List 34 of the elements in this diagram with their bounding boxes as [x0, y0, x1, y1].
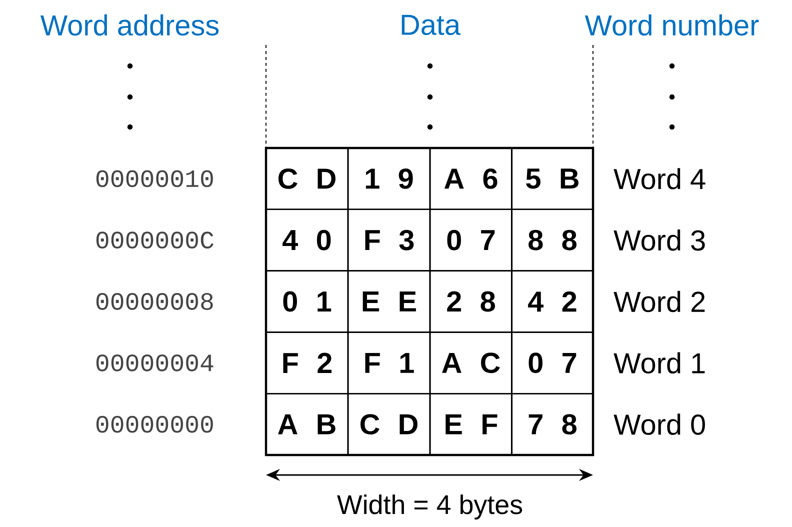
word-address: 00000010: [96, 170, 213, 188]
heading: Word address: [40, 14, 219, 36]
table-cell: 0 7: [429, 208, 513, 272]
table-cell: F 3: [347, 208, 431, 272]
table-cell: 1 9: [347, 147, 431, 210]
dimension-label: Width = 4 bytes: [337, 494, 522, 520]
word-address: 00000004: [96, 354, 214, 372]
heading: Data: [402, 14, 460, 36]
table-cell: F 2: [265, 332, 349, 394]
table-cell: F 1: [347, 332, 431, 394]
table-cell: E F: [429, 392, 513, 456]
table-cell: 8 8: [510, 208, 594, 272]
word-address: 0000000C: [96, 232, 214, 249]
table-cell: 4 0: [265, 208, 349, 272]
word-number: Word 0: [614, 414, 705, 435]
table-cell: 0 7: [510, 332, 594, 394]
table-cell: 4 2: [510, 270, 594, 333]
table-cell: 2 8: [429, 270, 513, 333]
heading: Word number: [584, 14, 759, 36]
table-cell: C D: [347, 392, 431, 456]
table-cell: A C: [429, 332, 513, 394]
table-cell: C D: [265, 147, 349, 210]
word-address: 00000000: [96, 416, 213, 433]
word-address: 00000008: [96, 293, 213, 310]
table-cell: 5 B: [510, 147, 594, 210]
table-cell: E E: [347, 270, 431, 333]
table-cell: 7 8: [510, 392, 594, 456]
table-cell: 0 1: [265, 270, 349, 333]
word-number: Word 4: [614, 168, 706, 190]
table-cell: A 6: [429, 147, 513, 210]
table-cell: A B: [265, 392, 349, 456]
word-number: Word 1: [614, 352, 705, 374]
word-number: Word 2: [614, 290, 705, 312]
word-number: Word 3: [614, 229, 705, 251]
